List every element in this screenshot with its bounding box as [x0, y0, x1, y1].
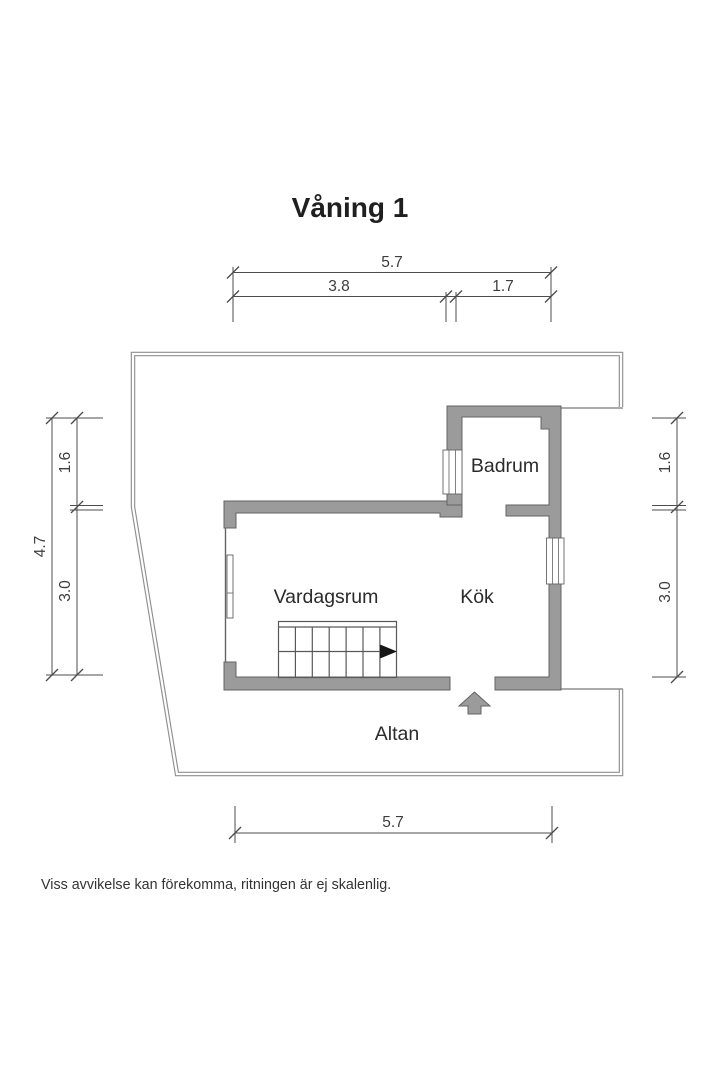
kok-window: [546, 537, 565, 585]
entrance-arrow: [457, 691, 492, 715]
badrum-window: [442, 449, 463, 495]
dim-top-left: 3.8: [328, 278, 350, 295]
dimension-left: 4.7 1.6 3.0: [32, 411, 103, 682]
dim-left-total: 4.7: [32, 536, 49, 558]
terrace-boundary: [130, 351, 624, 777]
dimension-right: 1.6 3.0: [652, 411, 686, 684]
disclaimer-text: Viss avvikelse kan förekomma, ritningen …: [41, 877, 391, 893]
room-label-vardagsrum: Vardagsrum: [274, 586, 379, 608]
dim-top-total: 5.7: [381, 254, 403, 271]
dim-top-right: 1.7: [492, 278, 514, 295]
windows: [226, 449, 565, 619]
room-label-kok: Kök: [460, 586, 494, 608]
dimension-top: 5.7 3.8 1.7: [226, 254, 558, 322]
stair-direction-arrow: [278, 644, 397, 659]
vardagsrum-window: [226, 554, 234, 619]
building-walls: [223, 405, 562, 691]
dimension-bottom: 5.7: [228, 806, 559, 843]
dim-bottom-total: 5.7: [382, 814, 404, 831]
dim-right-lower: 3.0: [657, 581, 674, 603]
staircase: [277, 620, 398, 679]
dim-left-lower: 3.0: [57, 580, 74, 602]
wall-bottom-left: [223, 661, 451, 691]
page-title: Våning 1: [292, 192, 409, 223]
room-labels: Badrum Vardagsrum Kök Altan: [274, 455, 540, 745]
room-label-badrum: Badrum: [471, 455, 539, 477]
dim-left-upper: 1.6: [57, 452, 74, 474]
room-label-altan: Altan: [375, 723, 419, 745]
wall-right-and-badrum: [446, 405, 562, 691]
dim-right-upper: 1.6: [657, 452, 674, 474]
stair-treads: [294, 627, 381, 678]
wall-top-vardagsrum: [223, 500, 463, 529]
